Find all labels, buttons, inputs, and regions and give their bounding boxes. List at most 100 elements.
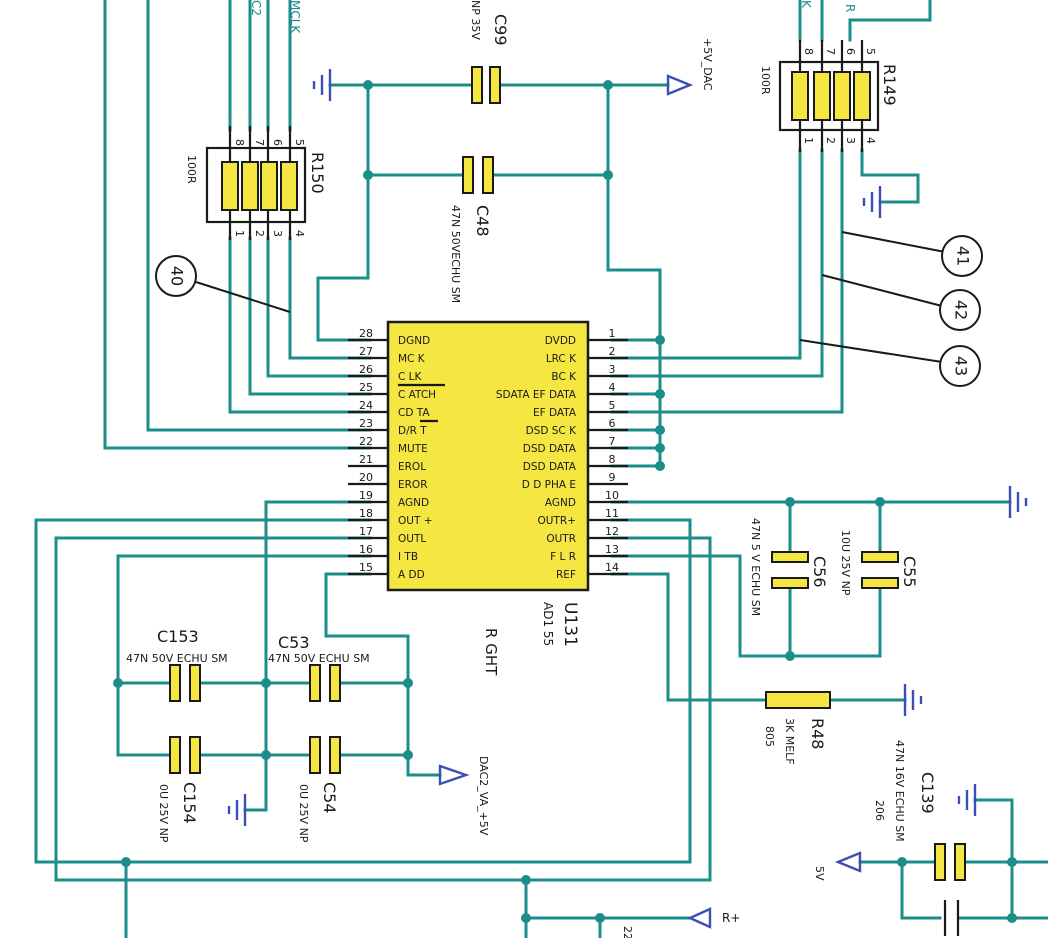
- ground-icon: [862, 186, 882, 218]
- pin-number: 11: [605, 507, 619, 520]
- pin-number: 10: [605, 489, 619, 502]
- r150-pin: 5: [293, 139, 306, 146]
- r48-package: 805: [763, 726, 776, 747]
- wires: [34, 0, 1048, 938]
- r149-pin: 2: [824, 137, 837, 144]
- callouts: 40 41 42 43: [155, 231, 983, 387]
- capacitor-c154: [169, 736, 201, 774]
- junction: [655, 443, 665, 453]
- pin-number: 2: [609, 345, 616, 358]
- callout-41-label: 41: [954, 246, 973, 266]
- pin-name: DSD DATA: [523, 461, 577, 473]
- resistor-pack-r150: [205, 126, 307, 240]
- r149-pin: 3: [844, 137, 857, 144]
- pin-name: MUTE: [398, 443, 428, 455]
- pin-name: OUTR: [546, 533, 576, 545]
- pin-name: AGND: [545, 497, 576, 509]
- r150-pin: 8: [233, 139, 246, 146]
- chip-body: [386, 320, 590, 592]
- r150-pin: 7: [253, 139, 266, 146]
- c139-ref: C139: [918, 772, 937, 814]
- junction: [261, 678, 271, 688]
- callout-40: [155, 255, 197, 297]
- capacitor-c54: [309, 736, 341, 774]
- pin-number: 8: [609, 453, 616, 466]
- net-5v: 5V: [813, 866, 826, 881]
- c139-value: 47N 16V ECHU SM: [893, 740, 906, 842]
- left-pin-leads: [348, 338, 388, 576]
- pin-name: AGND: [398, 497, 429, 509]
- pin-name: MC K: [398, 353, 426, 365]
- pin-number: 25: [359, 381, 373, 394]
- r48-ref: R48: [808, 718, 827, 749]
- pin-name: DSD DATA: [523, 443, 577, 455]
- junction: [261, 750, 271, 760]
- c54-ref: C54: [320, 782, 339, 814]
- pin-name: DVDD: [545, 335, 576, 347]
- pin-number: 27: [359, 345, 373, 358]
- pin-name: C LK: [398, 371, 423, 383]
- r149-pin: 5: [864, 48, 877, 55]
- r150-pin: 3: [271, 230, 284, 237]
- pin-number: 14: [605, 561, 619, 574]
- port-arrow-icon: [438, 764, 470, 786]
- callout-42: [939, 289, 981, 331]
- power-ports: [438, 74, 862, 929]
- pin-name: EF DATA: [533, 407, 577, 419]
- junction: [655, 461, 665, 471]
- junction: [655, 335, 665, 345]
- pin-number: 28: [359, 327, 373, 340]
- c53-value: 47N 50V ECHU SM: [268, 652, 370, 665]
- c56-ref: C56: [810, 556, 829, 588]
- r150-ref: R150: [308, 152, 327, 194]
- callout-40-label: 40: [168, 266, 187, 286]
- junction: [403, 750, 413, 760]
- c48-ref: C48: [473, 205, 492, 237]
- c154-value: 0U 25V NP: [157, 784, 170, 843]
- capacitor-c153: [169, 664, 201, 702]
- r149-pin: 1: [802, 137, 815, 144]
- c53-ref: C53: [278, 633, 310, 652]
- r149-ref: R149: [880, 64, 899, 106]
- callout-43-label: 43: [952, 356, 971, 376]
- r149-pin: 6: [844, 48, 857, 55]
- pin-number: 24: [359, 399, 373, 412]
- net-plus5v-dac: +5V_DAC: [701, 38, 714, 91]
- capacitor-c55: [861, 551, 899, 589]
- pin-number: 9: [609, 471, 616, 484]
- pin-number: 7: [609, 435, 616, 448]
- pin-number: 15: [359, 561, 373, 574]
- net-r: R: [843, 4, 857, 12]
- capacitor-c139: [934, 843, 966, 881]
- r150-pin: 1: [233, 230, 246, 237]
- pin-name: I TB: [398, 551, 418, 563]
- junction: [655, 425, 665, 435]
- pin-number: 22: [359, 435, 373, 448]
- junction: [1007, 857, 1017, 867]
- pin-number: 23: [359, 417, 373, 430]
- chip-side-label: R GHT: [482, 628, 500, 676]
- r48-value: 3K MELF: [783, 718, 796, 765]
- callout-43: [939, 345, 981, 387]
- junction: [113, 678, 123, 688]
- c55-value: 10U 25V NP: [839, 530, 852, 596]
- ground-icon: [957, 784, 977, 816]
- c55-ref: C55: [900, 556, 919, 588]
- ground-icon: [903, 684, 923, 716]
- ground-symbols: [227, 69, 1028, 826]
- c154-ref: C154: [180, 782, 199, 824]
- junction: [363, 80, 373, 90]
- net-dac2-va: DAC2_VA_+5V: [477, 756, 490, 836]
- junction: [785, 651, 795, 661]
- pin-number: 5: [609, 399, 616, 412]
- c153-value: 47N 50V ECHU SM: [126, 652, 228, 665]
- port-arrow-icon: [687, 907, 712, 929]
- pin-name: A DD: [398, 569, 425, 581]
- c153-ref: C153: [157, 627, 199, 646]
- pin-name: CD TA: [398, 407, 430, 419]
- r150-pin: 4: [293, 230, 306, 237]
- capacitor-c56: [771, 551, 809, 589]
- pin-name: OUTR+: [538, 515, 576, 527]
- pin-number: 20: [359, 471, 373, 484]
